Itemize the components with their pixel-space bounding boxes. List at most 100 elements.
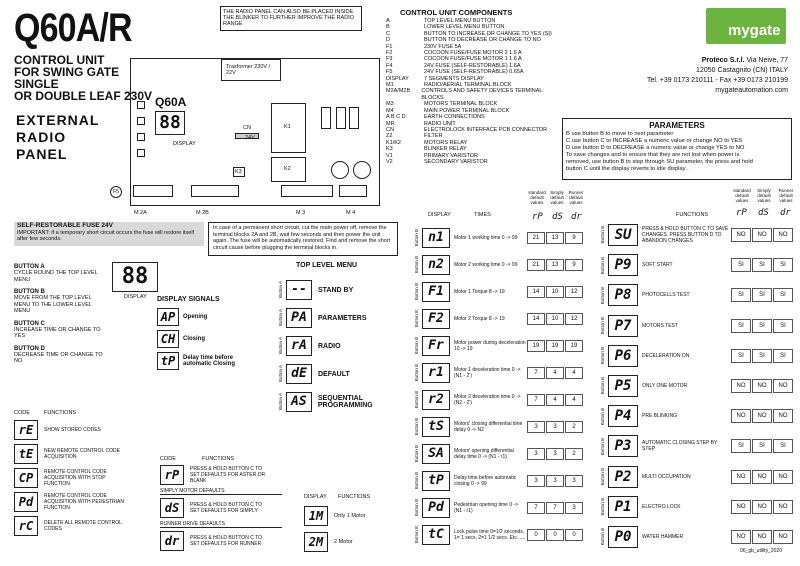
- component-key: DISPLAY: [386, 75, 409, 82]
- function-value: SI: [752, 348, 772, 363]
- times-value: 3: [565, 474, 583, 487]
- times-value: 19: [565, 339, 583, 352]
- transformer: Trasformer 230V / 22V: [221, 59, 281, 81]
- company-info: Proteco S.r.l. Via Neive, 77 12050 Casta…: [600, 56, 788, 96]
- seq-desc: 2 Motor: [334, 539, 353, 545]
- times-code: F2: [422, 308, 450, 329]
- function-desc: Press & hold button C to SAVE changes. P…: [642, 226, 729, 245]
- function-code: P4: [608, 405, 638, 428]
- button-help-name: BUTTON B: [14, 289, 45, 295]
- radio-code-row: CPRemote control code acquisition with S…: [14, 468, 134, 488]
- component-desc: Radio unit: [424, 120, 456, 127]
- component-row: Z2Filter: [386, 133, 556, 139]
- button-help-item: BUTTON BMove from the top level menu to …: [14, 289, 104, 315]
- times-desc: Motor 1 working time 0 -> 99: [454, 234, 518, 241]
- control-board: Q60A 88 DISPLAY K1 K2 K3 Trasformer 230V…: [130, 58, 380, 206]
- function-row: Button BSUPress & hold button C to SAVE …: [600, 220, 796, 250]
- component-desc: Motors terminal block: [424, 101, 498, 108]
- subtitle-line: SINGLE: [14, 77, 59, 91]
- component-row: BLower level menu button: [386, 24, 556, 30]
- function-value: NO: [731, 228, 751, 243]
- component-row: V2Secondary varistor: [386, 159, 556, 165]
- component-desc: Button to decrease or change to no: [424, 37, 541, 44]
- component-desc: Radio/aerial terminal block: [424, 82, 512, 89]
- seq-col-display: DISPLAY: [304, 494, 327, 500]
- terminal-m4: [339, 185, 367, 197]
- times-code: n1: [422, 227, 450, 248]
- function-desc: Photocells test: [642, 292, 690, 299]
- button-b-label: Button B: [600, 256, 605, 274]
- radio-col-functions: FUNCTIONS: [44, 410, 77, 416]
- menu-label: STAND BY: [318, 286, 354, 294]
- function-value: SI: [731, 258, 751, 273]
- component-row: CButton to increase or change to yes (si…: [386, 31, 556, 37]
- function-value: NO: [773, 409, 793, 424]
- capacitor: [331, 161, 349, 179]
- component-desc: Blinker relay: [424, 146, 467, 153]
- buttons-help: BUTTON ACycle round the top level menuBU…: [14, 264, 104, 371]
- relay-k2: K2: [271, 157, 306, 182]
- component-key: A: [386, 18, 390, 24]
- signal-code: AP: [157, 308, 179, 326]
- times-value: 19: [527, 339, 545, 352]
- times-value: 13: [546, 258, 564, 271]
- times-desc: Delay time before automatic closing 0 ->…: [454, 474, 517, 487]
- button-d[interactable]: [137, 149, 145, 157]
- button-b-label: Button B: [600, 377, 605, 395]
- times-code: n2: [422, 254, 450, 275]
- panel-line: RADIO: [16, 129, 67, 145]
- function-value: NO: [752, 409, 772, 424]
- function-code: P2: [608, 465, 638, 488]
- button-b-label: Button B: [414, 282, 419, 301]
- function-value: NO: [731, 409, 751, 424]
- function-code: P7: [608, 314, 638, 337]
- menu-label: RADIO: [318, 342, 341, 350]
- capacitor: [353, 161, 371, 179]
- default-code: dr: [160, 531, 184, 551]
- radio-code-row: tENew remote control code acquisition: [14, 444, 134, 464]
- relay-k1: K1: [271, 103, 306, 153]
- functions-abbr: rP: [736, 208, 747, 218]
- signal-code: tP: [157, 352, 179, 370]
- function-value: SI: [752, 318, 772, 333]
- button-a[interactable]: [137, 101, 145, 109]
- component-key: B: [386, 24, 390, 31]
- function-value: SI: [773, 348, 793, 363]
- menu-item[interactable]: Button A--STAND BY: [278, 280, 418, 300]
- button-c[interactable]: [137, 133, 145, 141]
- times-value: 14: [527, 312, 545, 325]
- function-code: P3: [608, 435, 638, 458]
- button-help-desc: Cycle round the top level menu: [14, 270, 98, 283]
- button-help-item: BUTTON ACycle round the top level menu: [14, 264, 104, 283]
- terminal-label-m4: M 4: [346, 210, 356, 216]
- radio-code-desc: Remote control code acquisition with PED…: [44, 493, 125, 511]
- relay-label: K3: [235, 169, 242, 175]
- button-b[interactable]: [137, 117, 145, 125]
- times-value: 21: [527, 231, 545, 244]
- component-key: F3: [386, 56, 393, 63]
- button-help-desc: Move from the top level menu to the lowe…: [14, 295, 92, 314]
- component-desc: Primary varistor: [424, 152, 478, 159]
- times-code: r2: [422, 389, 450, 410]
- function-desc: Motors test: [642, 322, 678, 329]
- times-value: 7: [527, 501, 545, 514]
- times-value: 3: [565, 501, 583, 514]
- cn-connector: [235, 133, 259, 139]
- times-value: 21: [527, 258, 545, 271]
- times-code: tC: [422, 524, 450, 545]
- function-value: SI: [773, 318, 793, 333]
- function-value: NO: [773, 469, 793, 484]
